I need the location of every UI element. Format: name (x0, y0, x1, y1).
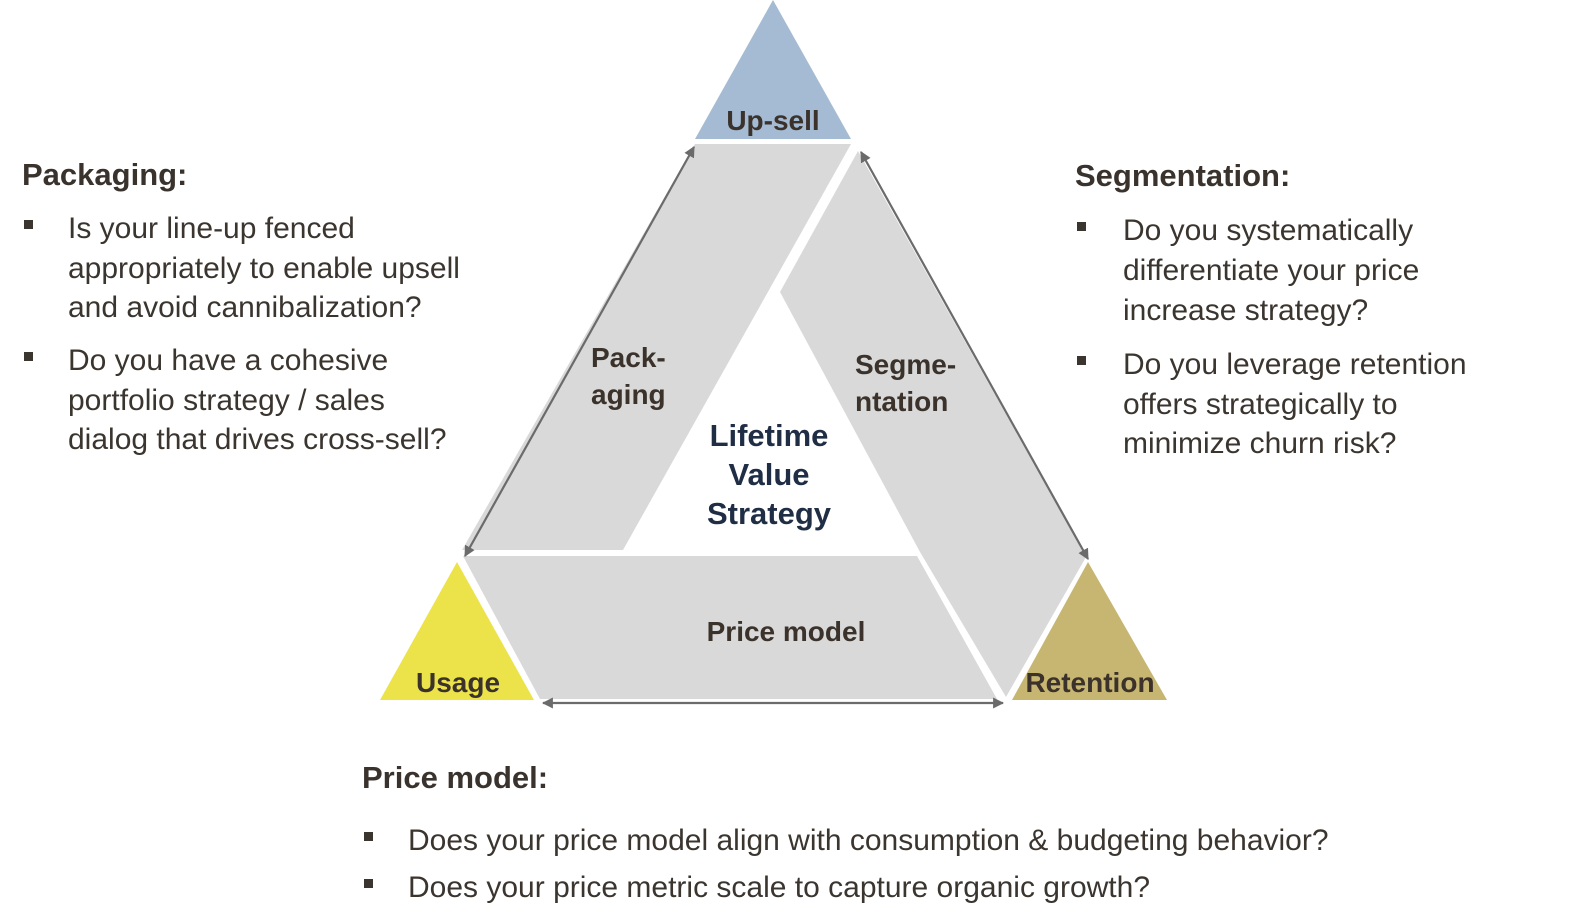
price-model-questions: Price model: Does your price model align… (362, 760, 1329, 904)
retention-triangle (1012, 562, 1167, 700)
price-model-q1: Does your price model align with consump… (408, 824, 1329, 857)
packaging-side-label-2: aging (591, 379, 666, 410)
price-model-title: Price model: (362, 760, 548, 795)
segmentation-q1-line2: differentiate your price (1123, 254, 1419, 287)
packaging-q1-line2: appropriately to enable upsell (68, 252, 460, 285)
price-model-side-label: Price model (707, 616, 866, 647)
segmentation-title: Segmentation: (1075, 158, 1290, 193)
usage-label: Usage (416, 667, 500, 698)
packaging-q2-line1: Do you have a cohesive (68, 344, 388, 377)
usage-triangle (380, 562, 534, 700)
center-label-1: Lifetime (710, 418, 829, 453)
center-label-3: Strategy (707, 496, 832, 531)
bullet-icon (24, 220, 33, 229)
packaging-questions: Packaging: Is your line-up fenced approp… (22, 157, 460, 456)
upsell-triangle (695, 0, 851, 139)
bullet-icon (1077, 356, 1086, 365)
packaging-q2-line3: dialog that drives cross-sell? (68, 423, 447, 456)
segmentation-q2-line1: Do you leverage retention (1123, 348, 1467, 381)
bullet-icon (364, 832, 373, 841)
bullet-icon (24, 352, 33, 361)
retention-label: Retention (1025, 667, 1154, 698)
segmentation-q1-line3: increase strategy? (1123, 294, 1368, 327)
packaging-q1-line1: Is your line-up fenced (68, 212, 355, 245)
packaging-q1-line3: and avoid cannibalization? (68, 291, 422, 324)
price-model-q2: Does your price metric scale to capture … (408, 871, 1150, 904)
segmentation-side-label-1: Segme- (855, 349, 956, 380)
packaging-arrow (464, 146, 695, 557)
segmentation-side-label-2: ntation (855, 386, 948, 417)
center-label-2: Value (729, 457, 810, 492)
upsell-label: Up-sell (726, 105, 819, 136)
bullet-icon (364, 879, 373, 888)
segmentation-arrow (860, 151, 1089, 560)
price-model-band (463, 556, 997, 699)
bullet-icon (1077, 222, 1086, 231)
packaging-q2-line2: portfolio strategy / sales (68, 384, 385, 417)
segmentation-questions: Segmentation: Do you systematically diff… (1075, 158, 1467, 460)
packaging-title: Packaging: (22, 157, 187, 192)
segmentation-q1-line1: Do you systematically (1123, 214, 1413, 247)
segmentation-q2-line3: minimize churn risk? (1123, 427, 1396, 460)
packaging-side-label-1: Pack- (591, 342, 666, 373)
segmentation-q2-line2: offers strategically to (1123, 388, 1398, 421)
